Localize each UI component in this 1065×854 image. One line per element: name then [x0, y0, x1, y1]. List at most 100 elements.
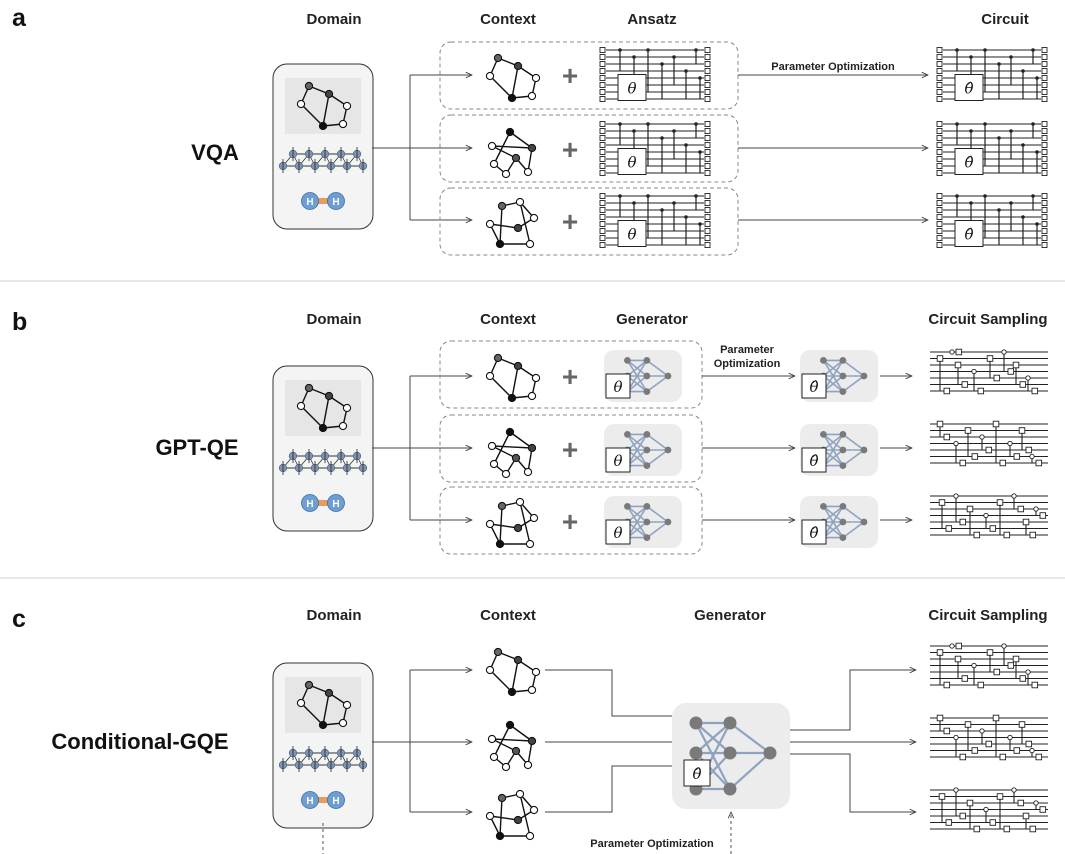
control-dot [694, 194, 698, 198]
spin-lattice [278, 147, 368, 173]
qubit-input [599, 214, 606, 220]
qubit-input [599, 142, 606, 148]
hamiltonian-graph [296, 81, 352, 131]
gate-box [986, 649, 994, 656]
control-dot [983, 48, 987, 52]
qubit-output [1041, 128, 1048, 134]
network-node [624, 357, 631, 364]
control-dot [618, 194, 622, 198]
gate-dot [953, 493, 959, 499]
network-edge [646, 449, 669, 467]
qubit-output [704, 235, 711, 241]
gate-dot [953, 787, 959, 793]
qubit-input [936, 242, 943, 248]
network-node [723, 746, 737, 760]
gate-box [945, 819, 953, 826]
header-domain: Domain [306, 11, 361, 28]
qubit-output [704, 96, 711, 102]
graph-edge [322, 692, 330, 726]
graph-node [531, 667, 541, 677]
qubit-input [599, 242, 606, 248]
control-dot [983, 194, 987, 198]
atom-label: H [332, 796, 339, 807]
qubit-input [599, 68, 606, 74]
gate-box [1013, 747, 1021, 754]
graph-node [505, 720, 515, 730]
network-node [643, 357, 651, 364]
qubit-output [1041, 61, 1048, 67]
graph-node [515, 497, 525, 507]
network-edge [729, 752, 771, 790]
hamiltonian-graph [485, 353, 541, 403]
qubit-input [599, 235, 606, 241]
qubit-output [704, 61, 711, 67]
hamiltonian-graph [485, 647, 541, 697]
gate-box [977, 387, 985, 395]
network-node [839, 372, 847, 380]
qubit-input [599, 61, 606, 67]
qubit-output [1041, 68, 1048, 74]
gate-box [971, 747, 979, 754]
gate-dot [1025, 669, 1031, 675]
control-dot [632, 55, 636, 59]
graph-node [507, 687, 517, 697]
plus-sign: + [562, 506, 578, 537]
graph-node [318, 423, 328, 433]
graph-node [296, 401, 306, 411]
sampled-circuit [930, 348, 1048, 395]
network-node [624, 503, 631, 510]
optimization-label: Parameter Optimization [771, 61, 895, 73]
gate-box [945, 525, 953, 532]
qubit-output [1041, 156, 1048, 162]
control-dot [955, 194, 959, 198]
graph-edge [493, 431, 511, 465]
graph-node [513, 655, 523, 665]
gate-box [992, 714, 1000, 722]
gate-box [999, 753, 1007, 761]
context-ansatz-box [439, 187, 739, 256]
gate-box [1003, 825, 1011, 833]
theta-symbol: θ [627, 154, 636, 172]
qubit-input [599, 82, 606, 88]
graph-node [525, 239, 535, 249]
sampled-circuit [930, 493, 1048, 539]
control-dot [694, 48, 698, 52]
control-dot [1009, 55, 1013, 59]
network-node [664, 372, 672, 380]
qubit-output [704, 89, 711, 95]
parameter-box [605, 447, 631, 473]
network-node [839, 503, 847, 510]
graph-edge [509, 724, 533, 742]
gate-box [961, 675, 969, 682]
network-edge [729, 722, 771, 754]
network-node [839, 462, 847, 469]
control-dot [694, 122, 698, 126]
header-generator: Generator [694, 607, 766, 624]
parameter-box [617, 74, 647, 101]
graph-node [304, 680, 314, 690]
graph-node [511, 153, 521, 163]
control-dot [618, 48, 622, 52]
header-domain: Domain [306, 607, 361, 624]
qubit-output [704, 142, 711, 148]
gate-box [1018, 427, 1026, 434]
graph-edge [491, 145, 533, 149]
control-dot [698, 76, 702, 80]
hamiltonian-graph [296, 383, 352, 433]
graph-node [529, 513, 539, 523]
qubit-output [1041, 149, 1048, 155]
gate-box [936, 649, 944, 656]
network-edge [822, 521, 844, 539]
control-dot [1031, 194, 1035, 198]
graph-node [507, 393, 517, 403]
network-node [643, 518, 651, 526]
network-edge [626, 505, 648, 539]
network-edge [626, 359, 648, 377]
control-dot [969, 201, 973, 205]
gate-box [1039, 512, 1047, 519]
gate-box [938, 499, 946, 506]
graph-edge [489, 669, 513, 693]
graph-edge [300, 103, 324, 127]
network-node [860, 372, 868, 380]
